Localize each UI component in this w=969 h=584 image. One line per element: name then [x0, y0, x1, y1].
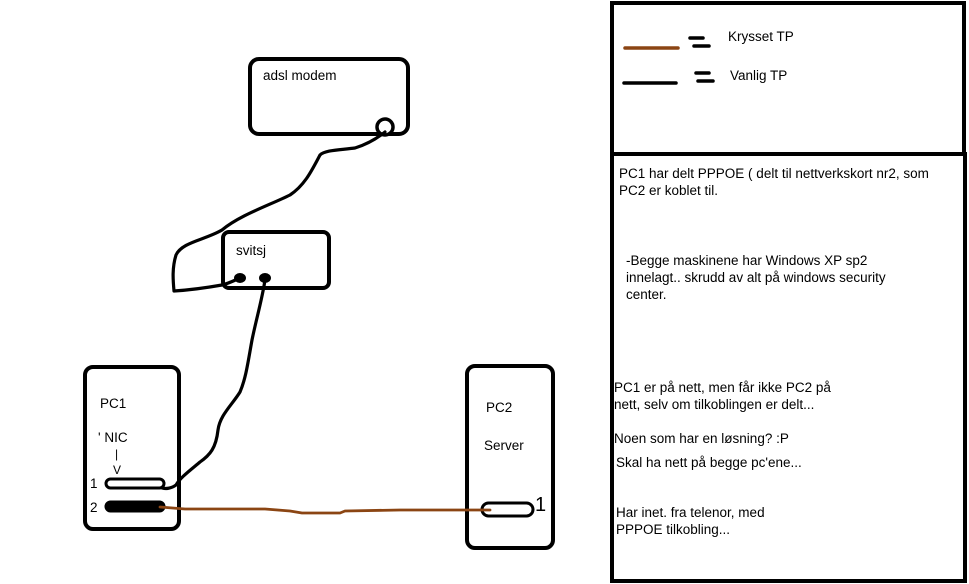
- modem-port-icon: [375, 117, 395, 137]
- cable-crossed-pc1-to-pc2: [158, 505, 492, 515]
- pc1-port2-number: 2: [90, 500, 98, 515]
- modem-label: adsl modem: [263, 68, 337, 83]
- note-shared-pppoe: PC1 har delt PPPOE ( delt til nettverksk…: [619, 166, 929, 198]
- modem-box: [248, 57, 410, 136]
- pc1-nic-arrow-stem: |: [115, 447, 119, 461]
- cable-switch-to-pc1: [158, 278, 267, 491]
- pc2-role-label: Server: [484, 438, 524, 453]
- pc1-box: [83, 365, 181, 531]
- note-problem: PC1 er på nett, men får ikke PC2 på nett…: [614, 380, 831, 412]
- cable-modem-to-switch: [171, 130, 387, 293]
- note-question: Noen som har en løsning? :P: [614, 431, 789, 446]
- pc1-nic1-port: [104, 477, 166, 490]
- pc1-port1-number: 1: [90, 476, 98, 491]
- pc2-port1-number: 1: [535, 494, 547, 516]
- note-windows-xp: -Begge maskinene har Windows XP sp2 inne…: [626, 253, 886, 302]
- switch-box: [221, 230, 331, 290]
- legend-straight-label: Vanlig TP: [730, 68, 788, 83]
- legend-box: [610, 1, 966, 156]
- notes-box: [610, 152, 967, 583]
- pc1-nic-arrow-head: V: [113, 463, 122, 477]
- pc2-label: PC2: [486, 400, 513, 415]
- switch-label: svitsj: [236, 243, 266, 258]
- pc1-nic-label: ' NIC: [98, 430, 128, 445]
- pc2-box: [465, 364, 555, 550]
- note-isp: Har inet. fra telenor, med PPPOE tilkobl…: [616, 505, 765, 537]
- note-goal: Skal ha nett på begge pc'ene...: [616, 455, 802, 470]
- legend-crossed-label: Krysset TP: [728, 29, 794, 44]
- switch-port-icon: [259, 273, 271, 283]
- pc1-nic2-port: [104, 500, 166, 513]
- pc1-label: PC1: [100, 396, 127, 411]
